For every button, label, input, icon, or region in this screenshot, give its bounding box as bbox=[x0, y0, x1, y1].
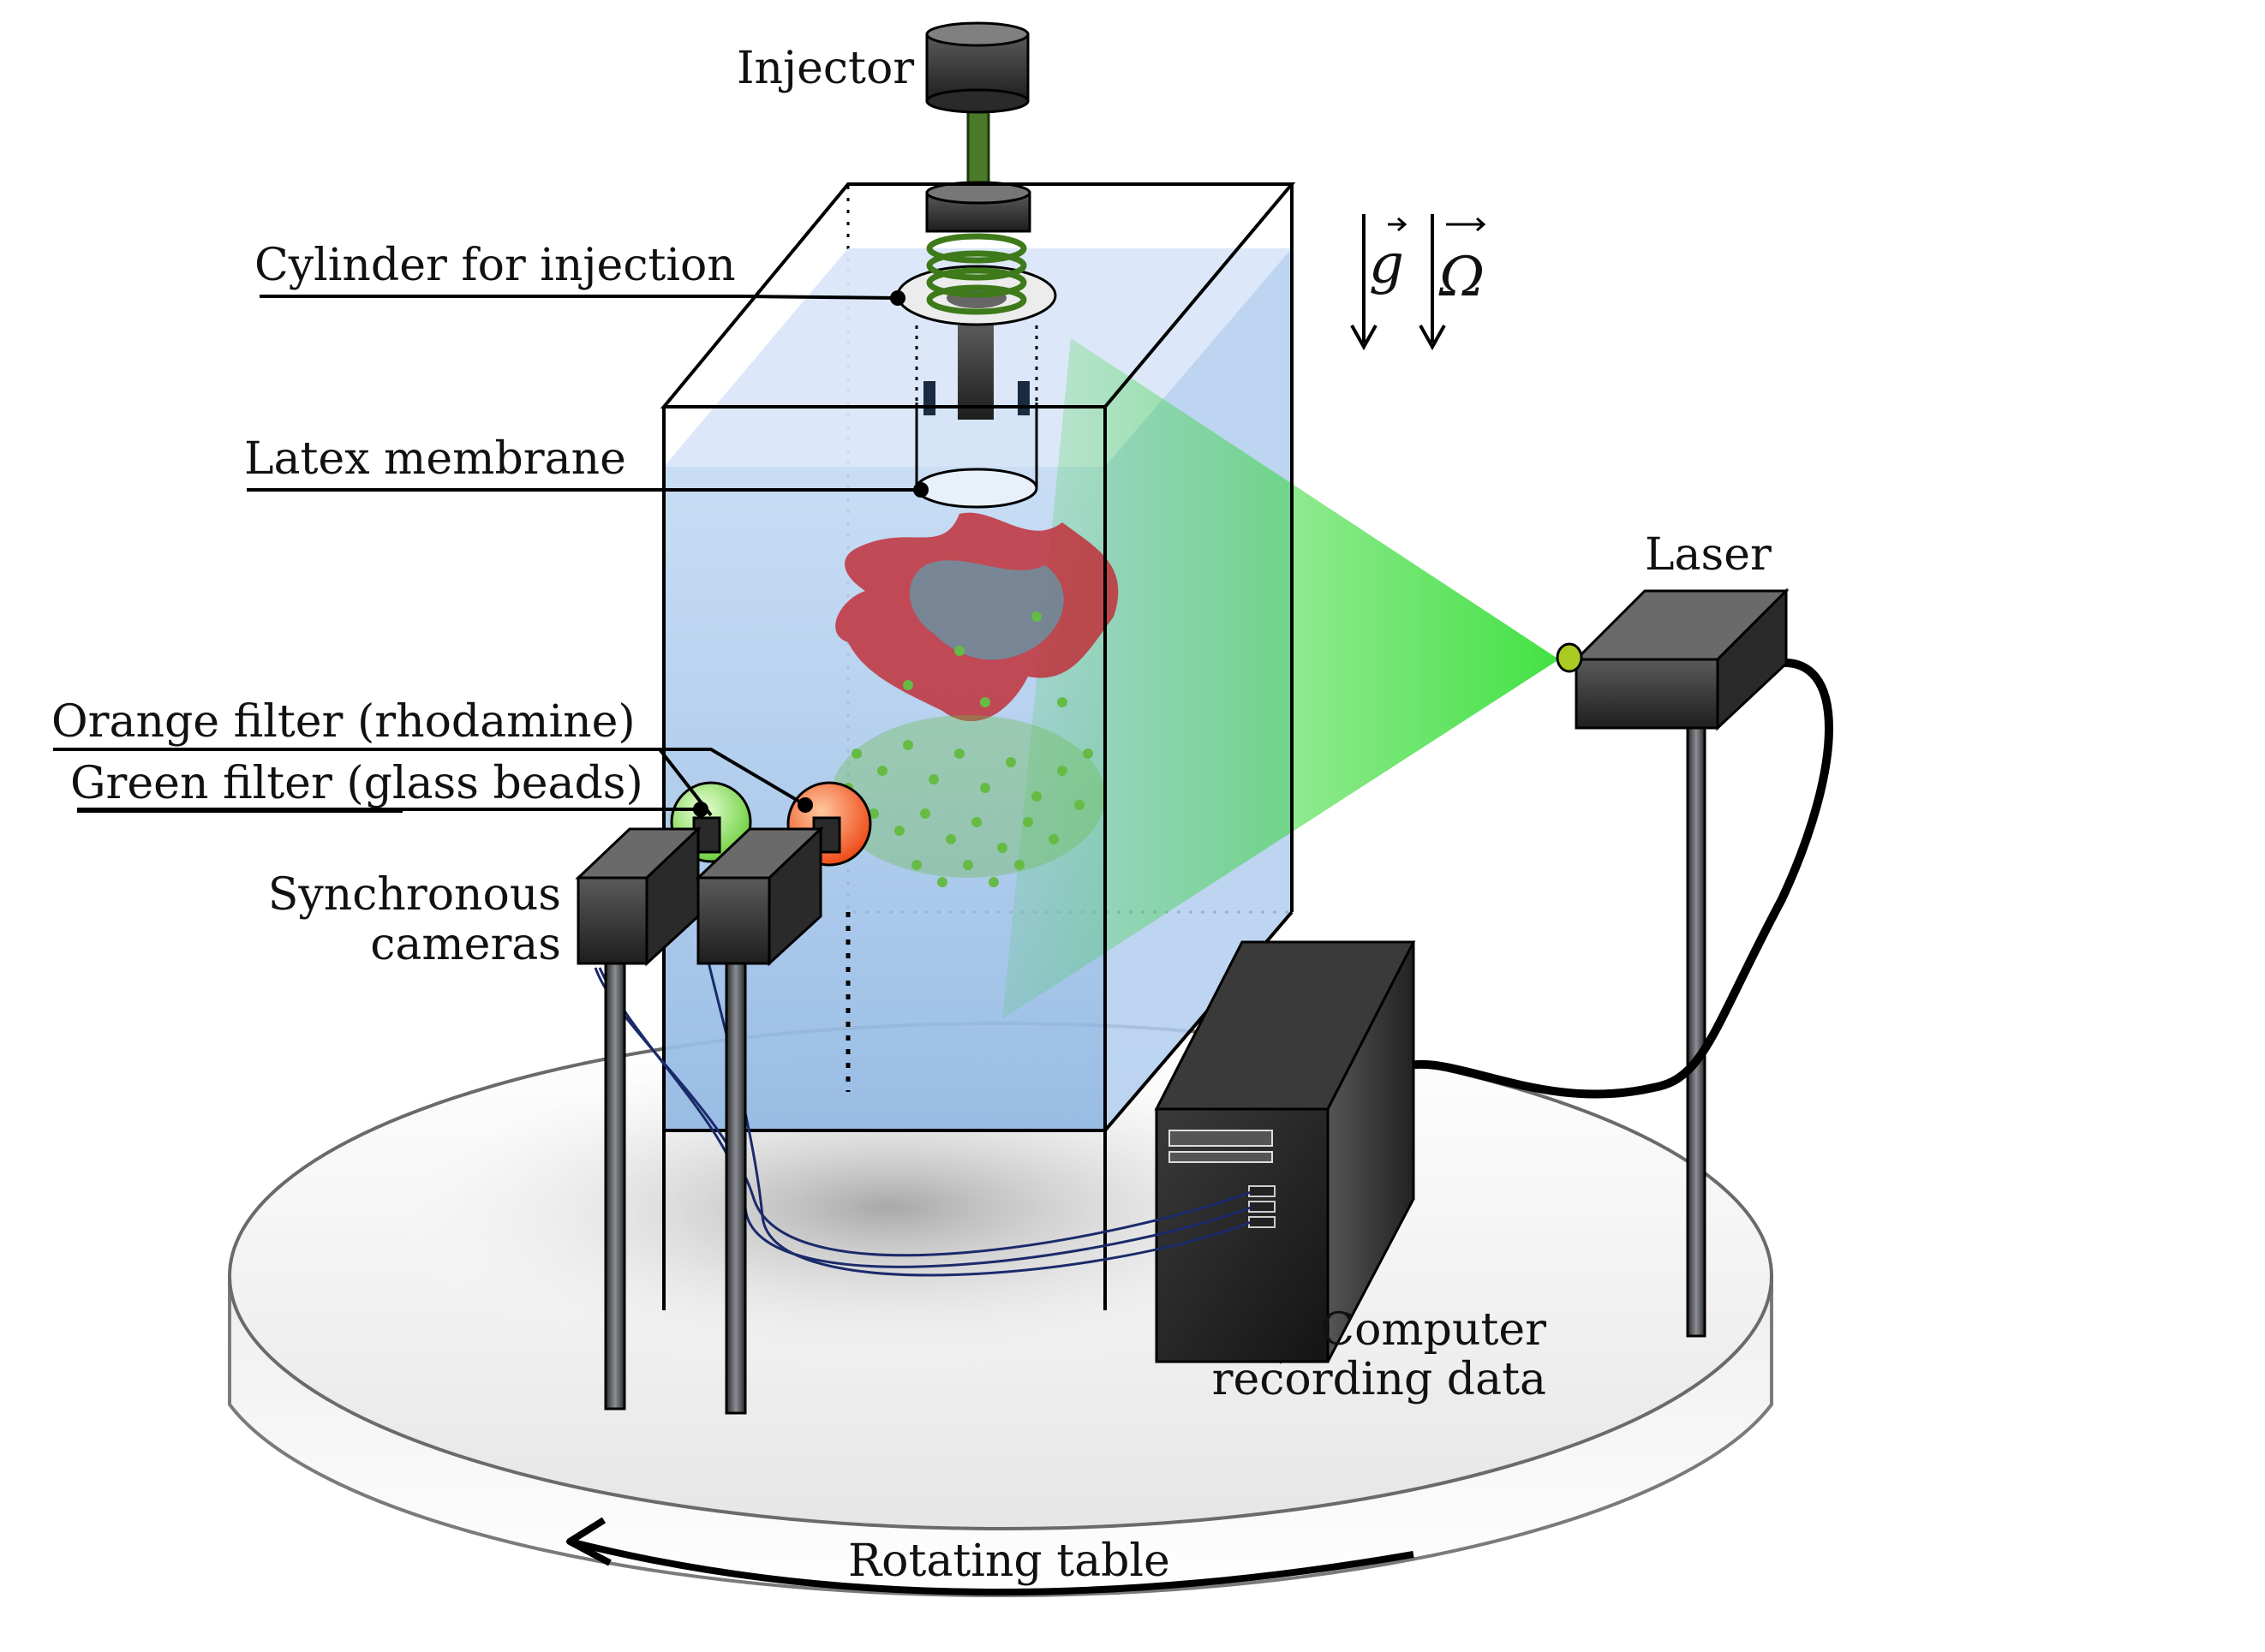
computer bbox=[1154, 940, 1416, 1364]
injector bbox=[925, 21, 1031, 233]
laser-label: Laser bbox=[1645, 529, 1772, 581]
rotation-symbol: Ω bbox=[1438, 246, 1485, 309]
rotation-arrowhead bbox=[566, 1517, 612, 1566]
orange-filter-leader bbox=[53, 748, 807, 807]
particle-cloud bbox=[831, 512, 1119, 887]
laser-device bbox=[1403, 587, 1833, 1338]
computer-label-line2: recording data bbox=[1212, 1354, 1546, 1405]
green-filter-label: Green filter (glass beads) bbox=[70, 758, 643, 809]
cylinder-label: Cylinder for injection bbox=[254, 240, 736, 291]
gravity-symbol: g bbox=[1369, 233, 1404, 296]
injector-label: Injector bbox=[737, 43, 914, 94]
synchronous-cameras bbox=[575, 781, 872, 1415]
cameras-label-line1: Synchronous bbox=[268, 869, 561, 921]
rotation-arrow bbox=[569, 1538, 1414, 1596]
spring bbox=[926, 233, 1027, 315]
leader-dots bbox=[693, 290, 929, 817]
rotating-table-label: Rotating table bbox=[848, 1536, 1170, 1587]
injection-cylinder bbox=[896, 265, 1057, 509]
computer-label-line1: Computer bbox=[1320, 1304, 1546, 1356]
laser-sheet bbox=[1002, 338, 1559, 1019]
orange-filter-label: Orange filter (rhodamine) bbox=[51, 696, 636, 748]
membrane-label: Latex membrane bbox=[244, 433, 626, 485]
vector-arrows bbox=[1350, 214, 1486, 351]
cameras-label-line2: cameras bbox=[370, 919, 561, 970]
